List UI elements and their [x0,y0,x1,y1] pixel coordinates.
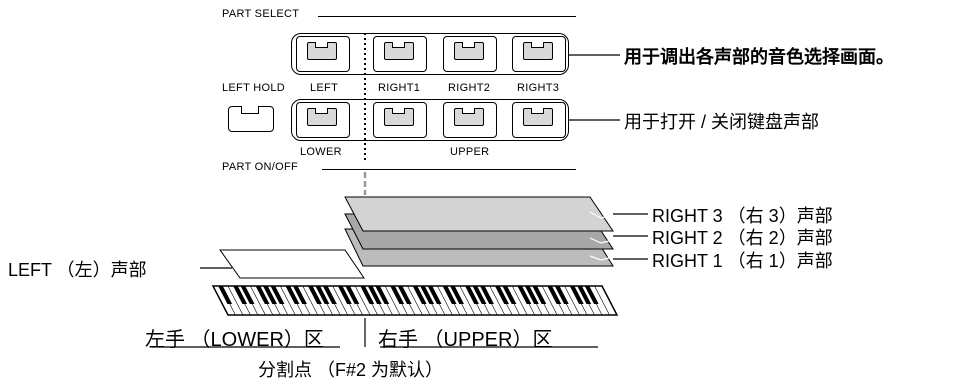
black-key [263,286,277,304]
right1-select-button[interactable] [373,36,427,72]
part-onoff-group [291,99,569,141]
black-key [569,286,584,304]
white-key-divider [459,285,476,316]
black-key [412,286,427,304]
black-key [502,286,517,304]
black-key [375,286,390,304]
black-key [360,286,375,304]
black-key [442,286,457,304]
black-key [397,286,412,304]
button-label-right1: RIGHT1 [378,82,421,94]
black-key [307,286,322,304]
part-select-label: PART SELECT [222,8,300,20]
callout-on-off: 用于打开 / 关闭键盘声部 [624,112,820,132]
black-key [450,286,465,304]
white-key-divider [384,285,401,316]
button-label-left: LEFT [310,82,339,94]
left-hold-button[interactable] [228,106,274,132]
white-key-divider [437,285,453,316]
black-key [285,286,300,304]
white-key-divider [489,285,506,316]
white-key-divider [407,285,423,316]
layer-label-right1: RIGHT 1 （右 1）声部 [652,251,833,271]
black-key [465,286,479,304]
black-key [554,286,569,304]
white-key-divider [227,285,244,316]
white-key-divider [354,285,371,316]
white-key-divider [541,285,558,316]
layer-label-right2: RIGHT 2 （右 2）声部 [652,228,833,248]
white-key-divider [250,285,266,316]
right2-onoff-button[interactable] [443,102,497,138]
part-select-line [318,16,576,17]
black-key [233,286,248,304]
lower-label: LOWER [300,146,342,158]
right2-select-button[interactable] [443,36,497,72]
black-key [577,286,592,304]
right-hand-zone-label: 右手 （UPPER）区 [378,329,553,351]
black-key [315,286,330,304]
white-key-divider [302,285,319,316]
black-key [218,286,233,304]
black-key [427,286,442,304]
white-key-divider [280,285,296,316]
upper-label: UPPER [450,146,490,158]
black-key [494,286,509,304]
split-point-label: 分割点 （F#2 为默认） [258,360,444,380]
layer-right3 [344,196,614,232]
black-key [532,286,547,304]
white-key-divider [332,285,348,316]
black-key [270,286,285,304]
black-key [517,286,532,304]
black-key [420,286,435,304]
layer-label-left: LEFT （左）声部 [8,260,147,280]
part-onoff-label: PART ON/OFF [222,161,299,173]
layer-label-right3: RIGHT 3 （右 3）声部 [652,206,833,226]
left-hold-label: LEFT HOLD [222,82,286,94]
white-key-divider [511,285,528,316]
right3-onoff-button[interactable] [512,102,566,138]
black-key [255,286,270,304]
black-key [584,286,599,304]
black-key [472,286,487,304]
left-hand-zone-label: 左手 （LOWER）区 [145,329,324,351]
part-select-group [291,33,569,75]
black-key [479,286,494,304]
left-select-button[interactable] [296,36,350,72]
right3-select-button[interactable] [512,36,566,72]
black-key [322,286,337,304]
button-label-right3: RIGHT3 [517,82,560,94]
left-onoff-button[interactable] [296,102,350,138]
black-key [337,286,352,304]
white-key-divider [594,285,610,316]
button-label-right2: RIGHT2 [448,82,491,94]
black-key [240,286,255,304]
white-key-divider [564,285,580,316]
black-key [345,286,360,304]
black-key [367,286,382,304]
black-key [547,286,562,304]
keyboard [211,285,619,316]
black-key [524,286,539,304]
right1-onoff-button[interactable] [373,102,427,138]
layer-left [219,249,365,279]
black-key [390,286,405,304]
callout-select-voice: 用于调出各声部的音色选择画面。 [624,47,894,67]
part-onoff-line [322,169,576,170]
black-key [292,286,307,304]
